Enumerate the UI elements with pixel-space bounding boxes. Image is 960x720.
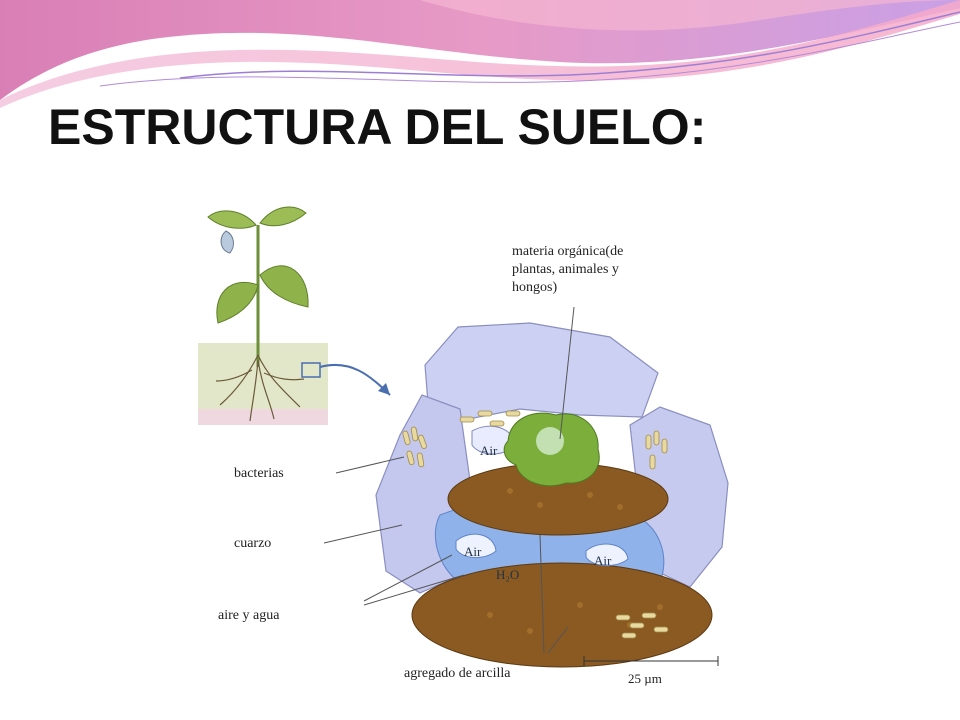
soil-band — [198, 409, 328, 425]
label-organic-matter-1: materia orgánica(de — [512, 244, 623, 259]
plant-roots — [215, 354, 305, 422]
pointer-lines — [323, 306, 575, 654]
pointer-clay-a — [539, 534, 545, 654]
organic-matter-blob — [503, 412, 600, 487]
slide-title: ESTRUCTURA DEL SUELO: — [48, 99, 707, 155]
plant-leaf-top-left — [207, 210, 257, 229]
pointer-air-water-a — [363, 554, 453, 602]
air-label-left: Air — [464, 544, 482, 559]
pointer-clay-b — [547, 626, 569, 654]
label-organic-matter-2: plantas, animales y — [512, 262, 619, 277]
label-clay-aggregate: agregado de arcilla — [404, 666, 511, 681]
soil-structure-diagram: Air Air Air H₂O materia — [198, 206, 729, 686]
plant-leaf-right — [259, 265, 309, 308]
quartz-top — [424, 322, 659, 422]
air-pocket-right — [585, 543, 629, 566]
water-label: H₂O — [496, 567, 519, 582]
label-bacteria: bacterias — [234, 466, 284, 481]
bacteria-clusters — [402, 410, 669, 639]
label-air-water: aire y agua — [218, 608, 280, 623]
pointer-bacteria — [335, 456, 405, 474]
header-wave-decoration — [0, 0, 960, 108]
pointer-quartz — [323, 524, 403, 544]
plant-leaf-left — [216, 281, 259, 324]
plant-inset — [198, 206, 391, 425]
pointer-air-water-b — [363, 574, 465, 606]
scale-label: 25 µm — [628, 671, 662, 686]
clay-aggregates — [411, 462, 713, 668]
plant-leaf-top-right — [259, 206, 307, 227]
zoom-marker — [301, 362, 321, 378]
air-pocket-left — [455, 533, 497, 558]
label-organic-matter-3: hongos) — [512, 280, 557, 295]
zoom-arrowhead — [378, 383, 390, 395]
pointer-organic — [559, 306, 575, 440]
air-label-right: Air — [594, 553, 612, 568]
scale-bar — [583, 656, 719, 666]
air-label-top: Air — [480, 443, 498, 458]
label-quartz: cuarzo — [234, 536, 271, 551]
clay-aggregate-lower — [411, 562, 713, 668]
plant-leaf-small — [220, 230, 234, 254]
